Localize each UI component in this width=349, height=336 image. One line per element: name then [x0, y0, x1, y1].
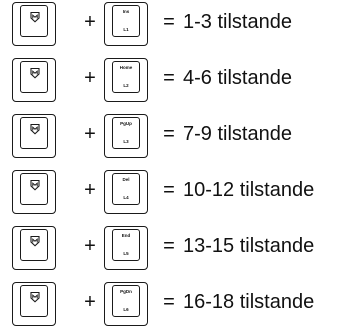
key-top-label: PgDn [120, 289, 132, 294]
plus-sign: + [84, 123, 96, 145]
equals-sign: = [163, 11, 175, 33]
keycap-face [20, 285, 48, 317]
equals-sign: = [163, 291, 175, 313]
keycap-face [20, 173, 48, 205]
result-text: 10-12 tilstande [183, 179, 315, 201]
keycap-face [20, 117, 48, 149]
key-bottom-label: L5 [123, 251, 129, 256]
plus-sign: + [84, 179, 96, 201]
key-bottom-label: L2 [123, 83, 129, 88]
key-bottom-label: L4 [123, 195, 129, 200]
key-top-label: End [121, 233, 131, 238]
keycap-face [20, 61, 48, 93]
equals-sign: = [163, 235, 175, 257]
logo-key-icon [29, 122, 41, 135]
plus-sign: + [84, 67, 96, 89]
keycap-face [20, 229, 48, 261]
key-bottom-label: L1 [123, 27, 129, 32]
logo-key [12, 58, 56, 102]
logo-key [12, 114, 56, 158]
logo-key-icon [29, 178, 41, 191]
result-text: 13-15 tilstande [183, 235, 315, 257]
equals-sign: = [163, 67, 175, 89]
key-top-label: Ins [122, 9, 130, 14]
logo-key [12, 282, 56, 326]
equals-sign: = [163, 179, 175, 201]
key-top-label: PgUp [120, 121, 132, 126]
logo-key-icon [29, 234, 41, 247]
result-text: 16-18 tilstande [183, 291, 315, 313]
logo-key-icon [29, 66, 41, 79]
logo-key [12, 226, 56, 270]
key-bottom-label: L6 [123, 307, 129, 312]
plus-sign: + [84, 291, 96, 313]
keycap-face [20, 5, 48, 37]
logo-key-icon [29, 290, 41, 303]
plus-sign: + [84, 11, 96, 33]
logo-key-icon [29, 10, 41, 23]
equals-sign: = [163, 123, 175, 145]
result-text: 4-6 tilstande [183, 67, 292, 89]
logo-key [12, 170, 56, 214]
logo-key [12, 2, 56, 46]
key-bottom-label: L3 [123, 139, 129, 144]
result-text: 1-3 tilstande [183, 11, 292, 33]
key-top-label: Home [119, 65, 133, 70]
key-top-label: Del [122, 177, 130, 182]
result-text: 7-9 tilstande [183, 123, 292, 145]
plus-sign: + [84, 235, 96, 257]
